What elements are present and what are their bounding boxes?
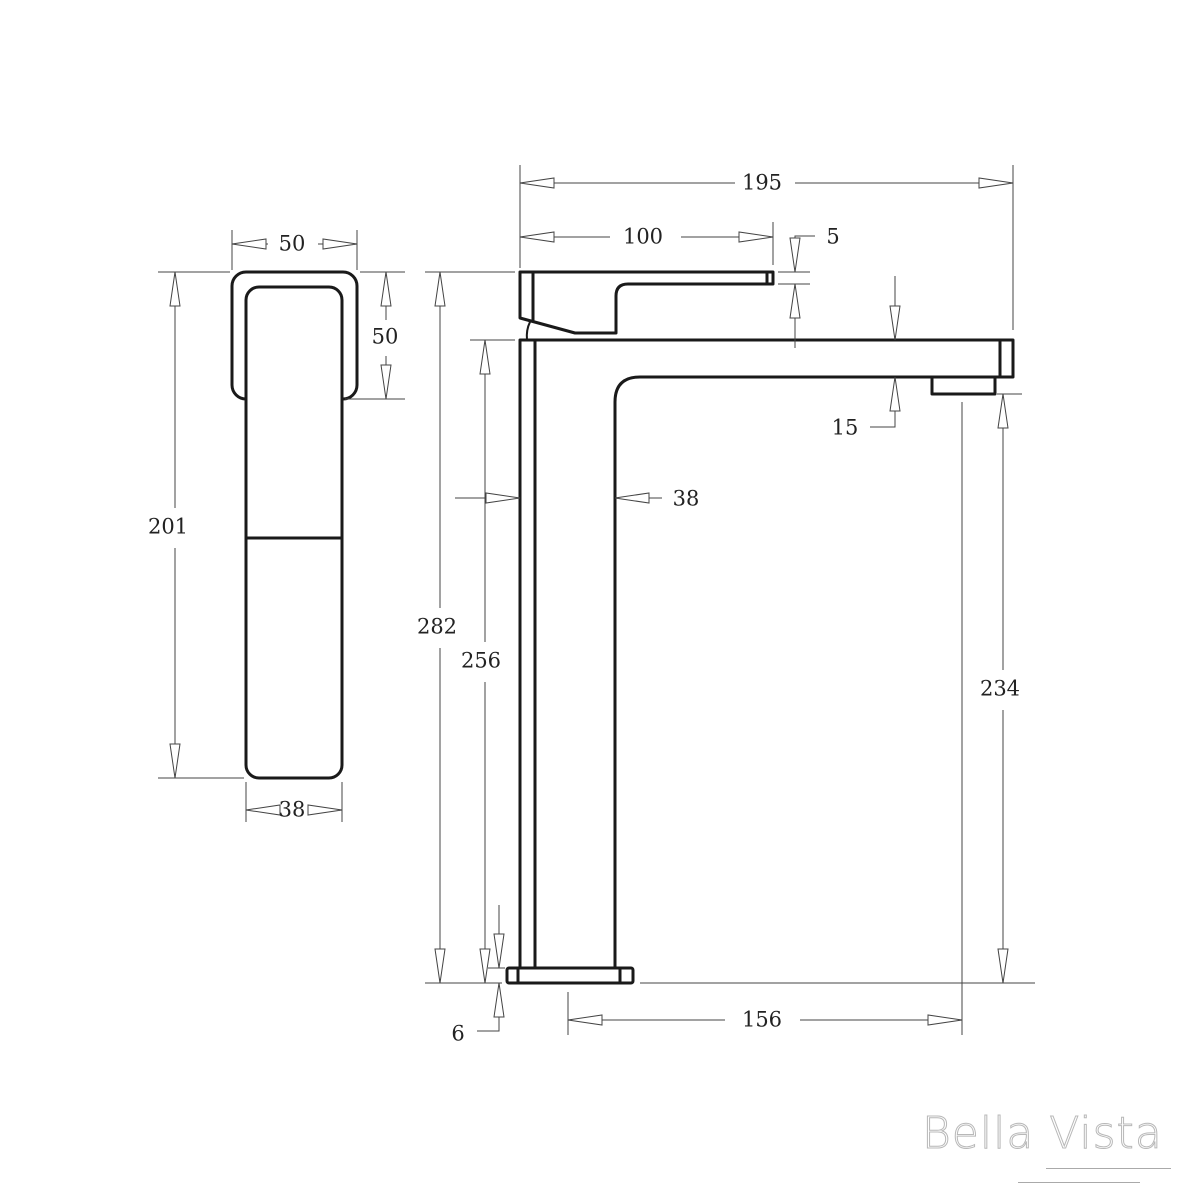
base-plate: [505, 966, 635, 985]
brand-logo: Bella Vista: [922, 1108, 1163, 1160]
dim-label: 38: [279, 798, 306, 822]
dim-label: 15: [832, 416, 859, 440]
dim-label: 282: [417, 615, 457, 639]
dim-label: 234: [980, 677, 1020, 701]
lever-handle: [518, 270, 775, 335]
dim-body-width: 38: [455, 487, 699, 511]
dim-side-handle-height: 50: [345, 271, 405, 400]
dim-label: 100: [623, 225, 663, 249]
dim-handle-thickness: 5: [778, 225, 840, 348]
dim-label: 195: [742, 171, 782, 195]
body-and-spout: [518, 338, 1015, 968]
dim-spout-thickness: 15: [832, 276, 901, 440]
dim-overall-reach: 195: [519, 165, 1014, 330]
dim-handle-length: 100: [519, 222, 774, 265]
dim-label: 156: [742, 1008, 782, 1032]
dim-label: 50: [279, 232, 306, 256]
logo-underline: [1046, 1168, 1171, 1169]
logo-underline: [1018, 1182, 1140, 1183]
side-body-outline: [244, 285, 344, 780]
dim-side-total-height: 201: [148, 271, 244, 779]
front-view: 195 100 5 15: [417, 165, 1035, 1046]
dim-outlet-height: 234: [640, 393, 1035, 984]
dim-side-top-width: 50: [231, 230, 358, 270]
dim-label: 5: [826, 225, 839, 249]
dim-label: 50: [372, 325, 399, 349]
dim-label: 256: [461, 649, 501, 673]
dim-outlet-reach: 156: [567, 402, 963, 1035]
dim-overall-height: 282: [417, 271, 515, 984]
dim-spout-top-height: 256: [461, 339, 515, 984]
dim-label: 38: [673, 487, 700, 511]
dim-label: 6: [451, 1022, 464, 1046]
side-view: 50 50 201 3: [148, 230, 405, 822]
aerator: [930, 375, 997, 396]
dim-label: 201: [148, 515, 188, 539]
dim-base-thickness: 6: [451, 905, 505, 1046]
dim-side-base-width: 38: [245, 782, 343, 822]
